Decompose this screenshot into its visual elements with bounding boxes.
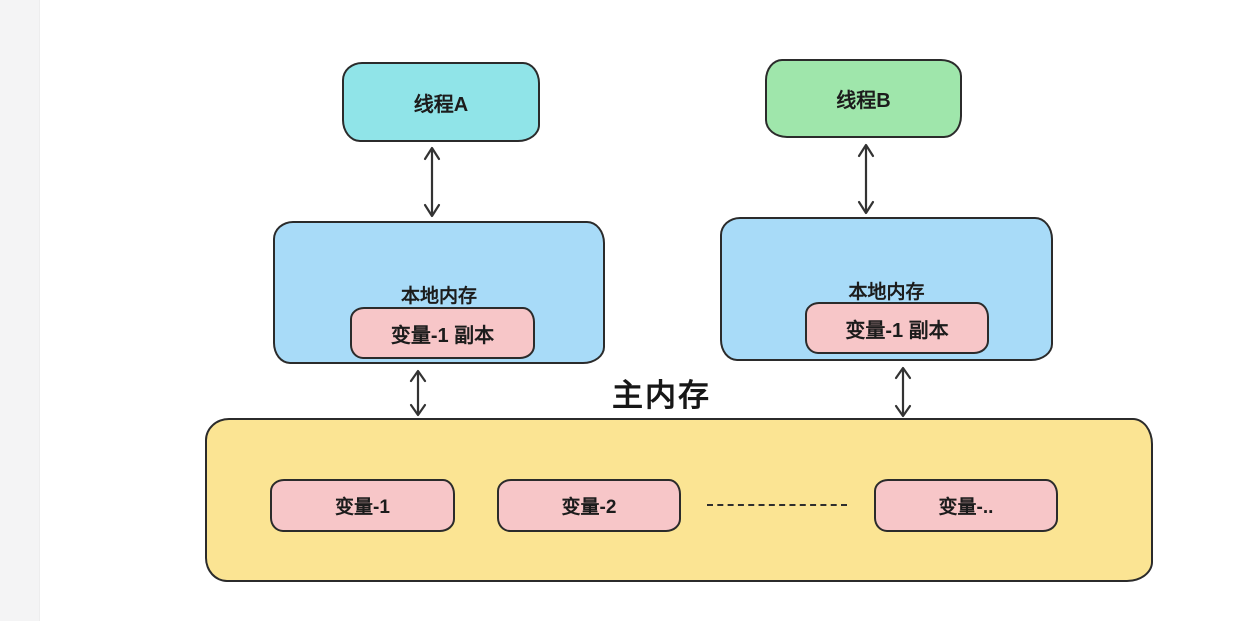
node-local-memory-a: 本地内存 变量-1 副本 xyxy=(273,221,605,364)
variable-2-label: 变量-2 xyxy=(561,497,617,518)
node-variable-copy-b: 变量-1 副本 xyxy=(805,302,989,354)
arrow-local-a-main xyxy=(406,369,430,417)
variable-n-label: 变量-.. xyxy=(938,497,994,518)
node-variable-copy-a: 变量-1 副本 xyxy=(350,307,535,359)
main-memory-title: 主内存 xyxy=(612,378,711,413)
thread-b-label: 线程B xyxy=(836,90,891,112)
arrow-local-b-main xyxy=(891,366,915,418)
variable-copy-a-label: 变量-1 副本 xyxy=(390,324,495,347)
node-variable-n: 变量-.. xyxy=(874,479,1058,532)
arrow-thread-a-local xyxy=(420,145,444,219)
variable-1-label: 变量-1 xyxy=(335,497,390,518)
thread-a-label: 线程A xyxy=(413,93,469,116)
node-thread-a: 线程A xyxy=(342,62,540,142)
ellipsis-dashed-line xyxy=(707,504,847,506)
node-variable-2: 变量-2 xyxy=(497,479,681,532)
node-main-memory: 变量-1 变量-2 变量-.. xyxy=(205,418,1153,582)
arrow-thread-b-local xyxy=(854,142,878,216)
local-memory-b-title: 本地内存 xyxy=(848,282,925,303)
node-thread-b: 线程B xyxy=(765,59,962,138)
node-variable-1: 变量-1 xyxy=(270,479,455,532)
variable-copy-b-label: 变量-1 副本 xyxy=(845,319,949,342)
local-memory-a-title: 本地内存 xyxy=(400,286,477,307)
left-gutter xyxy=(0,0,40,621)
node-local-memory-b: 本地内存 变量-1 副本 xyxy=(720,217,1053,361)
